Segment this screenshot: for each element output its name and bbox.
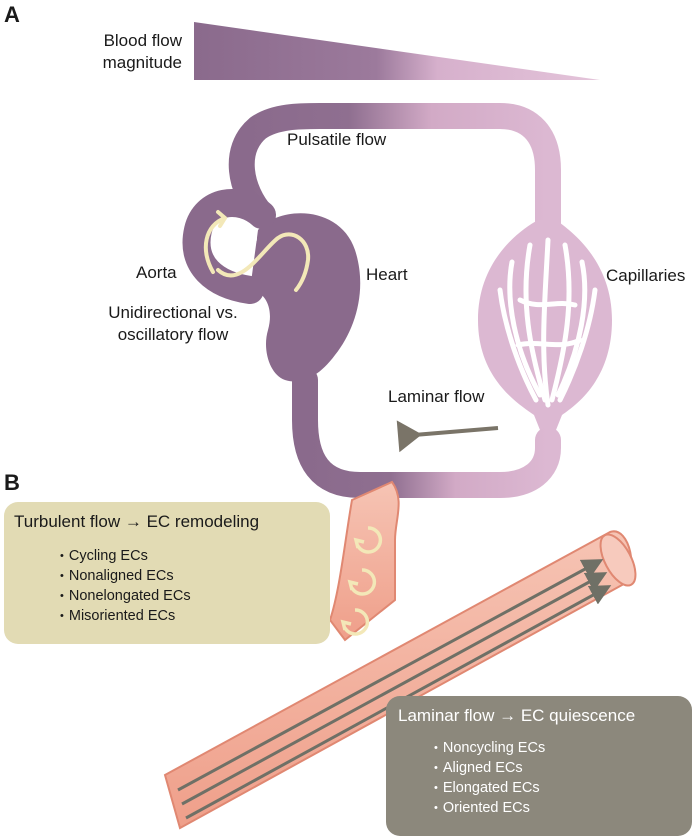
oscillatory-flow-arrow <box>203 210 311 292</box>
flow-magnitude-wedge <box>194 22 600 80</box>
heart-label: Heart <box>366 265 408 284</box>
oscillatory-line2: oscillatory flow <box>117 325 229 344</box>
panel-a-letter: A <box>4 2 20 27</box>
oscillatory-flow-label: Unidirectional vs. oscillatory flow <box>98 302 248 346</box>
laminar-box-list: Noncycling ECs Aligned ECs Elongated ECs… <box>434 738 545 818</box>
gradient-label-line1: Blood flow <box>103 31 182 50</box>
list-item: Noncycling ECs <box>434 738 545 758</box>
laminar-flow-arrow <box>396 420 499 453</box>
laminar-flow-label: Laminar flow <box>388 387 485 406</box>
turbulent-box-title: Turbulent flow → EC remodeling <box>14 512 260 531</box>
turbulent-flow-box: Turbulent flow → EC remodeling Cycling E… <box>4 502 330 644</box>
panel-b-letter: B <box>4 470 20 495</box>
list-item: Cycling ECs <box>60 546 191 566</box>
pulsatile-flow-label: Pulsatile flow <box>287 130 387 149</box>
aorta-shape <box>182 189 276 304</box>
list-item: Misoriented ECs <box>60 606 191 626</box>
laminar-flow-box: Laminar flow → EC quiescence Noncycling … <box>386 696 692 836</box>
list-item: Aligned ECs <box>434 758 545 778</box>
capillaries-label: Capillaries <box>606 266 686 285</box>
laminar-box-title: Laminar flow → EC quiescence <box>398 706 636 725</box>
oscillatory-line1: Unidirectional vs. <box>108 303 238 322</box>
turbulent-box-list: Cycling ECs Nonaligned ECs Nonelongated … <box>60 546 191 626</box>
list-item: Nonaligned ECs <box>60 566 191 586</box>
gradient-label-line2: magnitude <box>102 53 182 72</box>
blood-flow-magnitude-label: Blood flow magnitude <box>88 30 182 74</box>
list-item: Oriented ECs <box>434 798 545 818</box>
turbulent-eddies <box>340 526 383 636</box>
list-item: Nonelongated ECs <box>60 586 191 606</box>
heart-shape <box>250 213 361 382</box>
aorta-label: Aorta <box>136 263 177 282</box>
list-item: Elongated ECs <box>434 778 545 798</box>
circulation-loop <box>182 103 612 498</box>
